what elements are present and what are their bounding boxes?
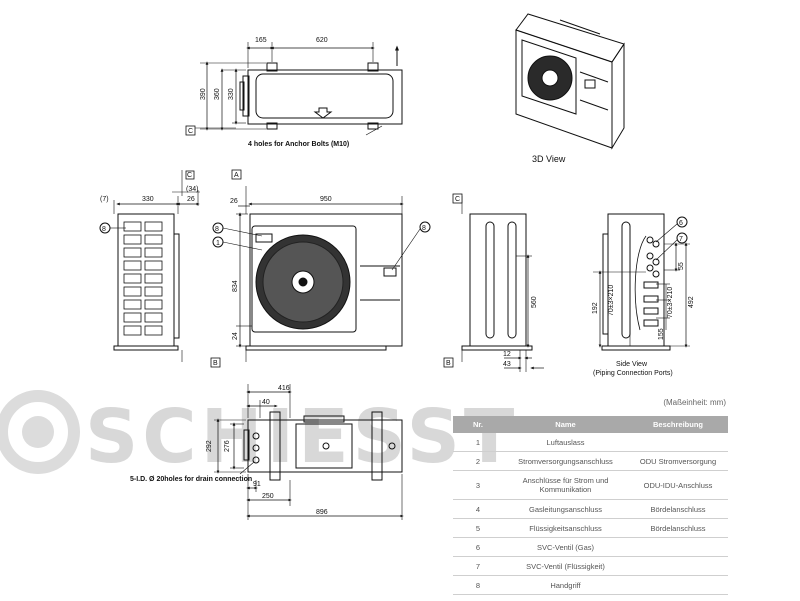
cell-desc: Bördelanschluss bbox=[628, 499, 728, 519]
cell-nr: 5 bbox=[453, 518, 503, 538]
cell-name: Anschlüsse für Strom und Kommunikation bbox=[503, 470, 628, 500]
cell-nr: 2 bbox=[453, 451, 503, 471]
table-row: 6 SVC-Ventil (Gas) bbox=[453, 537, 728, 557]
cell-nr: 1 bbox=[453, 433, 503, 452]
callout-8-left: 8 bbox=[102, 226, 106, 233]
header-desc: Beschreibung bbox=[628, 416, 728, 433]
left-side-view bbox=[99, 170, 200, 362]
cell-desc: ODU-IDU-Anschluss bbox=[628, 470, 728, 500]
callout-6: 6 bbox=[679, 220, 683, 227]
cell-nr: 7 bbox=[453, 556, 503, 576]
cell-nr: 4 bbox=[453, 499, 503, 519]
cell-desc: Bördelanschluss bbox=[628, 518, 728, 538]
side-view-subtitle: (Piping Connection Ports) bbox=[593, 370, 673, 377]
drain-holes-note: 5-I.D. Ø 20holes for drain connection bbox=[130, 476, 252, 483]
dim-pipe-70a: 70±3×210 bbox=[608, 285, 615, 316]
dim-top-165: 165 bbox=[255, 37, 267, 44]
cell-desc bbox=[628, 575, 728, 595]
section-marker-c-right: C bbox=[455, 196, 460, 203]
dim-bot-896: 896 bbox=[316, 509, 328, 516]
table-row: 8 Handgriff bbox=[453, 575, 728, 595]
cell-name: Luftauslass bbox=[503, 433, 628, 452]
dim-top-330: 330 bbox=[228, 88, 235, 100]
side-view-title: Side View bbox=[616, 361, 648, 368]
dim-front-26: 26 bbox=[230, 198, 238, 205]
dim-side-7: (7) bbox=[100, 196, 109, 203]
cell-name: Flüssigkeitsanschluss bbox=[503, 518, 628, 538]
anchor-bolt-note: 4 holes for Anchor Bolts (M10) bbox=[248, 141, 349, 148]
dim-right-12: 12 bbox=[503, 351, 511, 358]
header-name: Name bbox=[503, 416, 628, 433]
unit-note: (Maßeinheit: mm) bbox=[663, 398, 726, 407]
dim-pipe-155: 155 bbox=[658, 328, 665, 340]
cell-name: SVC-Ventil (Gas) bbox=[503, 537, 628, 557]
section-marker-a: A bbox=[234, 172, 239, 179]
cell-nr: 3 bbox=[453, 470, 503, 500]
cell-nr: 6 bbox=[453, 537, 503, 557]
dim-right-560: 560 bbox=[531, 296, 538, 308]
dim-bot-91: 91 bbox=[253, 481, 261, 488]
table-row: 5 Flüssigkeitsanschluss Bördelanschluss bbox=[453, 518, 728, 538]
dim-right-43: 43 bbox=[503, 361, 511, 368]
cell-name: Gasleitungsanschluss bbox=[503, 499, 628, 519]
view-3d-label: 3D View bbox=[532, 154, 566, 164]
dim-bot-276: 276 bbox=[224, 440, 231, 452]
top-view bbox=[187, 42, 403, 136]
parts-table: Nr. Name Beschreibung 1 Luftauslass 2 St… bbox=[453, 416, 728, 595]
dim-pipe-70b: 70±3×210 bbox=[667, 287, 674, 318]
watermark-logo: SCHIESST bbox=[0, 390, 518, 480]
dim-top-620: 620 bbox=[316, 37, 328, 44]
dim-side-26: 26 bbox=[187, 196, 195, 203]
table-row: 2 Stromversorgungsanschluss ODU Stromver… bbox=[453, 451, 728, 471]
callout-8-front: 8 bbox=[215, 226, 219, 233]
cell-desc bbox=[628, 556, 728, 576]
cell-name: Stromversorgungsanschluss bbox=[503, 451, 628, 471]
dim-side-330: 330 bbox=[142, 196, 154, 203]
dim-top-390: 390 bbox=[200, 88, 207, 100]
dim-top-360: 360 bbox=[214, 88, 221, 100]
table-row: 4 Gasleitungsanschluss Bördelanschluss bbox=[453, 499, 728, 519]
parts-table-header: Nr. Name Beschreibung bbox=[453, 416, 728, 433]
bottom-view bbox=[214, 384, 404, 520]
table-row: 7 SVC-Ventil (Flüssigkeit) bbox=[453, 556, 728, 576]
cell-desc bbox=[628, 433, 728, 452]
dim-pipe-192: 192 bbox=[592, 302, 599, 314]
dim-side-34: (34) bbox=[186, 186, 198, 193]
dim-front-834: 834 bbox=[232, 280, 239, 292]
callout-1-front: 1 bbox=[216, 240, 220, 247]
section-marker-b-right: B bbox=[446, 360, 451, 367]
dim-bot-292: 292 bbox=[206, 440, 213, 452]
cell-name: Handgriff bbox=[503, 575, 628, 595]
section-marker-c-side: C bbox=[187, 172, 192, 179]
section-marker-b-front: B bbox=[213, 360, 218, 367]
cell-desc bbox=[628, 537, 728, 557]
dim-bot-416: 416 bbox=[278, 385, 290, 392]
right-side-view bbox=[461, 196, 544, 372]
dim-bot-40: 40 bbox=[262, 399, 270, 406]
cell-name: SVC-Ventil (Flüssigkeit) bbox=[503, 556, 628, 576]
dim-front-950: 950 bbox=[320, 196, 332, 203]
cell-desc: ODU Stromversorgung bbox=[628, 451, 728, 471]
front-view bbox=[212, 186, 431, 362]
table-row: 3 Anschlüsse für Strom und Kommunikation… bbox=[453, 470, 728, 500]
dim-bot-250: 250 bbox=[262, 493, 274, 500]
section-marker-c-top: C bbox=[188, 128, 193, 135]
callout-7: 7 bbox=[679, 236, 683, 243]
cell-nr: 8 bbox=[453, 575, 503, 595]
watermark-text: SCHIESST bbox=[85, 394, 518, 480]
dim-front-24: 24 bbox=[232, 332, 239, 340]
piping-side-view bbox=[593, 213, 690, 351]
left-grille bbox=[123, 221, 163, 336]
table-row: 1 Luftauslass bbox=[453, 433, 728, 452]
dim-pipe-492: 492 bbox=[688, 296, 695, 308]
callout-8-handle: 8 bbox=[422, 225, 426, 232]
three-d-view bbox=[515, 13, 625, 150]
header-nr: Nr. bbox=[453, 416, 503, 433]
dim-pipe-55: 55 bbox=[678, 262, 685, 270]
